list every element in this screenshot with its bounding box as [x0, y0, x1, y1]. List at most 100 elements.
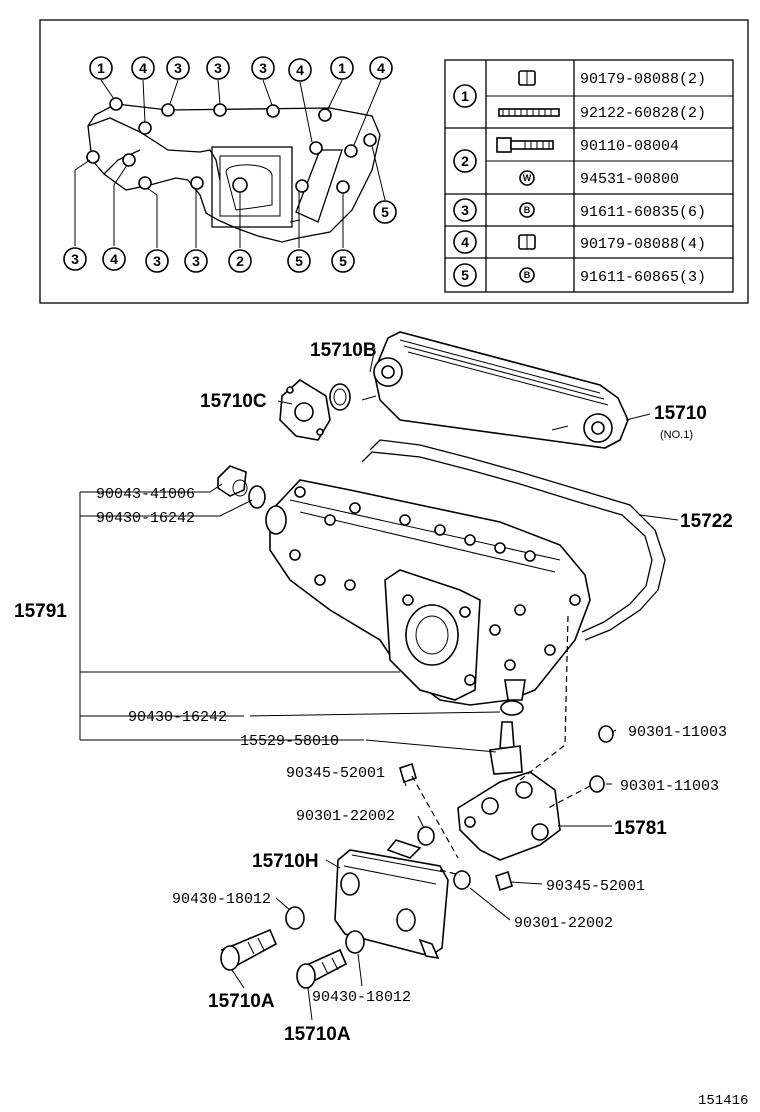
circled-number: 3 [145, 249, 169, 273]
circled-number: 1 [89, 56, 113, 80]
svg-text:5: 5 [339, 253, 347, 269]
gasket-15722-inner [361, 451, 653, 633]
inset-callout-markers: 1 4 3 3 3 4 1 4 5 3 4 3 3 2 5 5 [63, 56, 397, 273]
o-ring-15710B [329, 383, 351, 411]
nut-icon [518, 70, 536, 86]
circled-number: 4 [369, 56, 393, 80]
main-leaders [79, 347, 679, 1021]
gasket-15710C [279, 379, 331, 441]
circled-number: 1 [330, 56, 354, 80]
table-part-2b: 94531-00800 [580, 171, 679, 188]
svg-text:4: 4 [110, 251, 118, 267]
label-15710A-b: 15710A [284, 1024, 351, 1045]
table-key-2: 2 [453, 149, 477, 173]
label-90301-22002-b: 90301-22002 [514, 915, 613, 932]
svg-text:4: 4 [296, 62, 304, 78]
label-90301-11003-b: 90301-11003 [620, 778, 719, 795]
exploded-view: 15710B 15710C 15710 (NO.1) 15722 15791 9… [14, 331, 733, 1045]
table-part-5: 91611-60865(3) [580, 269, 706, 286]
table-part-3: 91611-60835(6) [580, 204, 706, 221]
label-15710H: 15710H [252, 851, 319, 872]
table-part-1a: 90179-08088(2) [580, 71, 706, 88]
svg-text:5: 5 [381, 204, 389, 220]
circled-number: 3 [251, 56, 275, 80]
oil-cooler-element [361, 331, 629, 449]
svg-text:B: B [524, 205, 531, 215]
bolt-head-icon-3: B [519, 202, 535, 218]
svg-text:3: 3 [174, 60, 182, 76]
oil-cooler-15710H [334, 839, 449, 960]
assembly-dash-lines [411, 615, 591, 876]
svg-text:5: 5 [461, 267, 469, 283]
svg-text:2: 2 [236, 253, 244, 269]
circled-number: 3 [166, 56, 190, 80]
label-15529-58010: 15529-58010 [240, 733, 339, 750]
oil-switch-15529 [489, 721, 523, 775]
union-bolt-15710A-b [296, 948, 348, 989]
inset-frame [39, 19, 749, 304]
label-90430-18012-b: 90430-18012 [312, 989, 411, 1006]
circled-number: 4 [288, 58, 312, 82]
inset-cover-sketch [87, 103, 381, 243]
table-key-1: 1 [453, 84, 477, 108]
nut-icon-4 [518, 234, 536, 250]
label-90430-16242-a: 90430-16242 [96, 510, 195, 527]
svg-text:3: 3 [259, 60, 267, 76]
circled-number: 3 [63, 247, 87, 271]
svg-text:4: 4 [461, 234, 469, 250]
circled-number: 4 [102, 247, 126, 271]
callout-labels: 15710B 15710C 15710 (NO.1) 15722 15791 9… [14, 340, 733, 1045]
svg-text:2: 2 [461, 153, 469, 169]
label-90345-52001-b: 90345-52001 [546, 878, 645, 895]
label-15710A-a: 15710A [208, 991, 275, 1012]
table-key-4: 4 [453, 230, 477, 254]
stud-bolt-icon [498, 108, 560, 117]
o-ring-90301-22002-b [453, 870, 471, 890]
label-90345-52001-a: 90345-52001 [286, 765, 385, 782]
svg-text:4: 4 [139, 60, 147, 76]
table-key-3: 3 [453, 198, 477, 222]
o-ring-inner [333, 388, 347, 406]
label-15710B: 15710B [310, 340, 377, 361]
label-90043-41006: 90043-41006 [96, 486, 195, 503]
union-bolt-15710A-a [220, 928, 278, 971]
plug-90043 [217, 465, 248, 497]
svg-text:3: 3 [461, 202, 469, 218]
circled-number: 5 [331, 249, 355, 273]
oil-cooler-cover-15791 [265, 479, 591, 706]
svg-text:3: 3 [71, 251, 79, 267]
washer-icon: W [519, 170, 535, 186]
table-part-2a: 90110-08004 [580, 138, 679, 155]
diagram-id: 151416 [698, 1093, 748, 1109]
label-15710: 15710 [654, 403, 707, 424]
label-15710C: 15710C [200, 391, 267, 412]
label-90430-16242-b: 90430-16242 [128, 709, 227, 726]
svg-text:1: 1 [338, 60, 346, 76]
circled-number: 3 [206, 56, 230, 80]
label-15791: 15791 [14, 601, 67, 622]
circled-number: 2 [228, 249, 252, 273]
table-key-5: 5 [453, 263, 477, 287]
circled-number: 5 [373, 200, 397, 224]
hex-bolt-icon [496, 137, 554, 153]
bolt-location-inset: 1 4 3 3 3 4 1 4 5 3 4 3 3 2 5 5 [39, 19, 749, 304]
bolt-head-icon-5: B [519, 267, 535, 283]
o-ring-90301-11003-a [598, 725, 614, 743]
svg-text:1: 1 [97, 60, 105, 76]
bolt-90345-lower [495, 870, 513, 892]
label-90301-22002-a: 90301-22002 [296, 808, 395, 825]
label-15710-sub: (NO.1) [660, 429, 693, 441]
svg-text:3: 3 [153, 253, 161, 269]
label-15722: 15722 [680, 511, 733, 532]
bolt-table: 1 2 3 4 5 W B B 90179-08088(2) 92122-608… [444, 59, 734, 293]
gasket-90430-18012-a [285, 906, 305, 930]
o-ring-90301-11003-b [589, 775, 605, 793]
circled-number: 5 [287, 249, 311, 273]
svg-text:W: W [523, 173, 532, 183]
circled-number: 4 [131, 56, 155, 80]
label-15781: 15781 [614, 818, 667, 839]
table-part-1b: 92122-60828(2) [580, 105, 706, 122]
label-90430-18012-a: 90430-18012 [172, 891, 271, 908]
svg-text:1: 1 [461, 88, 469, 104]
